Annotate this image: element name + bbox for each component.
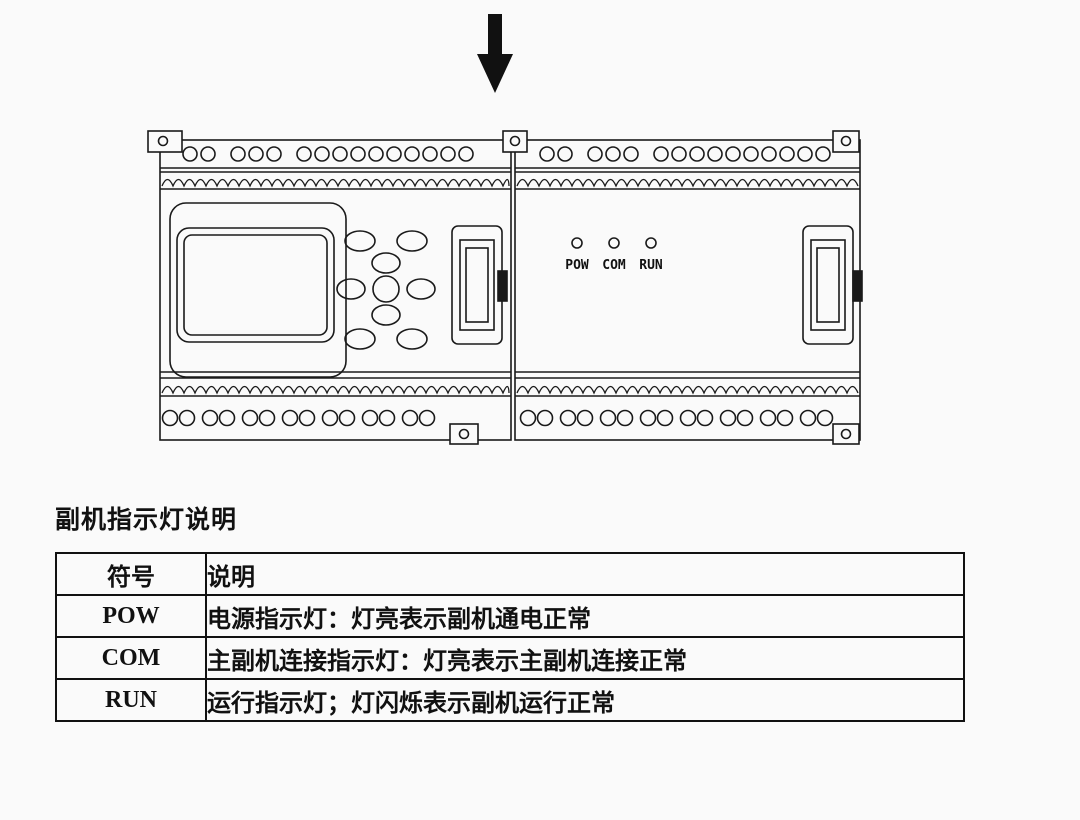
screen [183,234,328,336]
down-arrow-icon [477,14,513,93]
key-left [336,278,366,300]
screen-bezel [176,227,335,343]
status-leds [571,237,657,249]
keypad [336,230,436,350]
key-bottom-left [344,328,376,350]
mounting-tabs [147,130,860,445]
zigzag-band [161,178,859,395]
key-down [371,304,401,326]
pow-led-label: POW [565,258,589,273]
top-terminal-row [182,146,831,162]
latch [497,270,508,302]
cell-symbol: COM [55,636,207,680]
cell-symbol: RUN [55,678,207,722]
display-panel [169,202,347,378]
key-top-right [396,230,428,252]
header-description: 说明 [205,552,965,596]
header-symbol: 符号 [55,552,207,596]
cell-description: 主副机连接指示灯：灯亮表示主副机连接正常 [205,636,965,680]
pow-led-icon [571,237,583,249]
key-top-left [344,230,376,252]
table-header-row: 符号 说明 [55,552,965,596]
key-enter [372,275,400,303]
indicator-table: 符号 说明 POW 电源指示灯：灯亮表示副机通电正常 COM 主副机连接指示灯：… [55,552,965,722]
cell-description: 运行指示灯；灯闪烁表示副机运行正常 [205,678,965,722]
latch [852,270,863,302]
bottom-terminal-row [161,409,834,427]
com-led-icon [608,237,620,249]
device-diagram: POW COM RUN [147,14,863,445]
table-row: RUN 运行指示灯；灯闪烁表示副机运行正常 [55,678,965,722]
table-row: POW 电源指示灯：灯亮表示副机通电正常 [55,594,965,638]
right-module-outline [514,139,861,441]
key-right [406,278,436,300]
key-bottom-right [396,328,428,350]
run-led-icon [645,237,657,249]
com-led-label: COM [602,258,626,273]
left-module-outline [159,139,512,441]
run-led-label: RUN [639,258,663,273]
left-connector-block [451,225,508,345]
right-connector-block [802,225,863,345]
cell-description: 电源指示灯：灯亮表示副机通电正常 [205,594,965,638]
section-title: 副机指示灯说明 [55,507,238,534]
plc-device-drawing [147,130,863,445]
key-up [371,252,401,274]
cell-symbol: POW [55,594,207,638]
table-row: COM 主副机连接指示灯：灯亮表示主副机连接正常 [55,636,965,680]
